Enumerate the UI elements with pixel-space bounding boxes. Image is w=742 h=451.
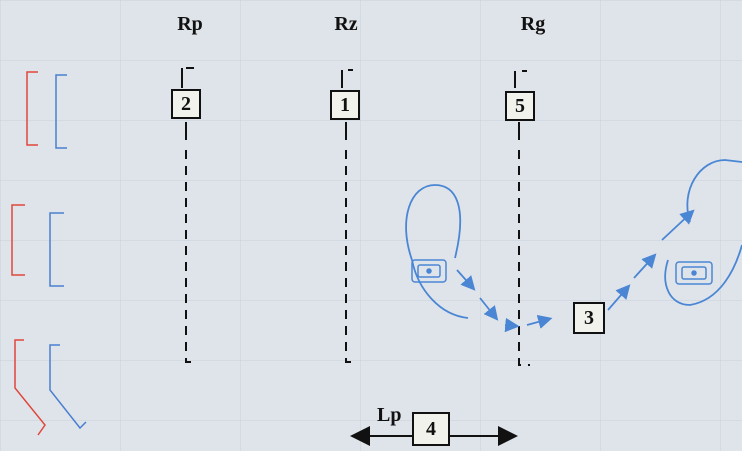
box-3: 3 <box>573 302 605 334</box>
red-bracket-bottom <box>14 339 46 436</box>
blue-bracket-bottom <box>49 344 87 430</box>
blue-bracket-middle <box>49 212 64 287</box>
flow-arrow-3 <box>504 317 520 333</box>
flow-arrow-4 <box>526 314 553 329</box>
right-device-icon <box>675 261 713 285</box>
box-5-rg: 5 <box>505 91 535 121</box>
flow-arrow-7 <box>661 209 695 241</box>
column-title-rp: Rp <box>177 13 203 35</box>
column-title-rz: Rz <box>334 13 358 35</box>
flow-arrow-6 <box>633 253 657 279</box>
box-4: 4 <box>412 412 450 446</box>
flow-arrow-2 <box>479 297 499 321</box>
box-2-rp: 2 <box>171 89 201 119</box>
flow-arrow-5 <box>607 284 631 311</box>
blue-flow-arrows <box>456 209 695 333</box>
column-stubs <box>181 68 520 140</box>
blue-bracket-top <box>55 74 67 149</box>
left-loop <box>405 184 469 319</box>
red-bracket-middle <box>11 204 25 276</box>
left-bracket-marks <box>11 71 87 436</box>
box-1-rz: 1 <box>330 90 360 120</box>
lp-label: Lp <box>377 404 402 426</box>
left-device-icon <box>411 259 447 283</box>
column-title-rg: Rg <box>520 13 546 35</box>
red-bracket-top <box>26 71 38 146</box>
flow-arrow-1 <box>456 269 476 291</box>
